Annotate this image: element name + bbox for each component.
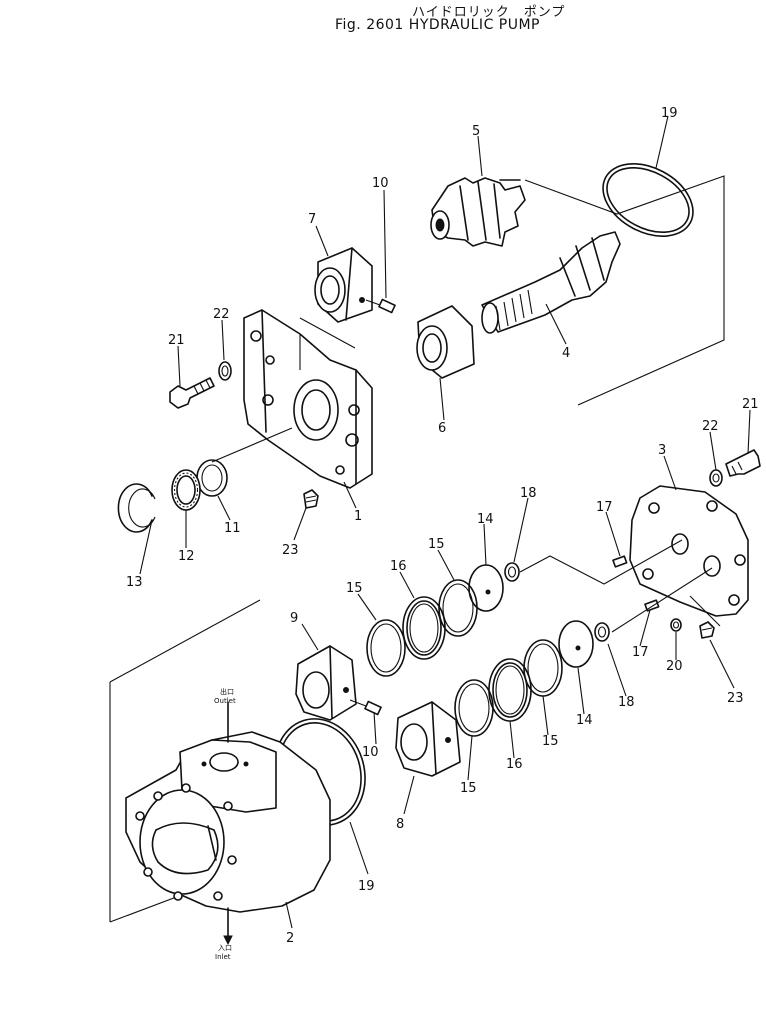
callout-3: 3 — [658, 443, 666, 458]
callout-22-right: 22 — [702, 419, 719, 434]
callout-2: 2 — [286, 931, 294, 946]
part-14-plate-lower — [558, 620, 594, 668]
assembly-boundary-lines — [109, 175, 725, 923]
callout-12: 12 — [178, 549, 195, 564]
part-10-pin-upper — [365, 298, 396, 314]
callout-15-lower-left: 15 — [460, 781, 477, 796]
inlet-label: Inlet — [215, 953, 231, 961]
callout-18-upper: 18 — [520, 486, 537, 501]
inlet-port-label: 入口 Inlet — [215, 944, 232, 961]
callout-15-upper-right: 15 — [428, 537, 445, 552]
callout-10-upper: 10 — [372, 176, 389, 191]
part-23-plug-right — [699, 621, 715, 639]
callout-19-upper: 19 — [661, 106, 678, 121]
part-16-seal-lower — [488, 658, 532, 722]
part-21-bolt-left — [169, 377, 215, 409]
part-22-washer-left — [218, 361, 232, 381]
part-12-ball-bearing — [171, 469, 201, 511]
callout-9: 9 — [290, 611, 298, 626]
callout-20: 20 — [666, 659, 683, 674]
part-15-seal-ring-lower-left — [454, 679, 494, 737]
part-2-pump-body — [125, 701, 331, 946]
part-16-seal-upper — [402, 596, 446, 660]
part-11-spacer-ring — [196, 459, 228, 497]
part-10-pin-lower — [349, 699, 382, 716]
callout-23-left: 23 — [282, 543, 299, 558]
part-6-bearing — [416, 305, 475, 379]
callout-19-lower: 19 — [358, 879, 375, 894]
callout-17-lower: 17 — [632, 645, 649, 660]
outlet-label-japanese: 出口 — [220, 687, 234, 696]
part-19-o-ring-upper — [602, 163, 694, 237]
part-23-plug-left — [303, 489, 319, 509]
callout-10-lower: 10 — [362, 745, 379, 760]
inlet-label-japanese: 入口 — [218, 944, 232, 952]
part-15-seal-ring-upper-right — [438, 579, 478, 637]
callout-8: 8 — [396, 817, 404, 832]
part-13-snap-ring — [117, 483, 156, 533]
outlet-label: Outlet — [214, 697, 236, 705]
part-8-bushing — [395, 701, 461, 777]
callout-18-lower: 18 — [618, 695, 635, 710]
callout-1: 1 — [354, 509, 362, 524]
part-9-bushing — [295, 645, 357, 721]
callout-numbers: 5 19 10 7 4 22 21 6 1 11 12 13 23 3 22 2… — [126, 106, 759, 946]
part-22-washer-right — [709, 469, 723, 487]
part-21-bolt-right — [725, 449, 761, 477]
callout-17-upper: 17 — [596, 500, 613, 515]
callout-16-lower: 16 — [506, 757, 523, 772]
part-1-front-cover — [211, 309, 373, 489]
figure-header: ハイドロリック ポンプ Fig. 2601 HYDRAULIC PUMP — [0, 0, 766, 40]
callout-22-left: 22 — [213, 307, 230, 322]
callout-21-right: 21 — [742, 397, 759, 412]
callout-16-upper: 16 — [390, 559, 407, 574]
callout-7: 7 — [308, 212, 316, 227]
part-4-shaft-gear — [481, 231, 621, 334]
figure-title-japanese: ハイドロリック ポンプ — [412, 5, 566, 20]
outlet-port-label: 出口 Outlet — [214, 687, 236, 705]
leader-lines — [139, 115, 751, 929]
callout-11: 11 — [224, 521, 241, 536]
part-17-pin-upper — [612, 555, 628, 568]
callout-14-upper: 14 — [477, 512, 494, 527]
callout-6: 6 — [438, 421, 446, 436]
part-18-fitting-lower — [594, 622, 610, 642]
callout-15-upper-left: 15 — [346, 581, 363, 596]
part-15-seal-ring-upper-left — [366, 619, 406, 677]
callout-5: 5 — [472, 124, 480, 139]
callout-4: 4 — [562, 346, 570, 361]
part-5-drive-gear — [430, 177, 526, 247]
part-20-o-ring-small — [670, 618, 682, 632]
callout-15-lower-right: 15 — [542, 734, 559, 749]
callout-21-left: 21 — [168, 333, 185, 348]
part-7-bearing-block — [314, 247, 373, 323]
part-3-rear-cover — [629, 485, 749, 617]
part-14-plate-upper — [468, 564, 504, 612]
part-19-o-ring-upper-inner — [606, 166, 690, 234]
part-15-seal-ring-lower-right — [523, 639, 563, 697]
part-18-fitting-upper — [504, 562, 520, 582]
callout-14-lower: 14 — [576, 713, 593, 728]
callout-13: 13 — [126, 575, 143, 590]
rear-cover-guide-lines — [519, 539, 721, 633]
figure-title: Fig. 2601 HYDRAULIC PUMP — [335, 17, 540, 33]
callout-23-right: 23 — [727, 691, 744, 706]
